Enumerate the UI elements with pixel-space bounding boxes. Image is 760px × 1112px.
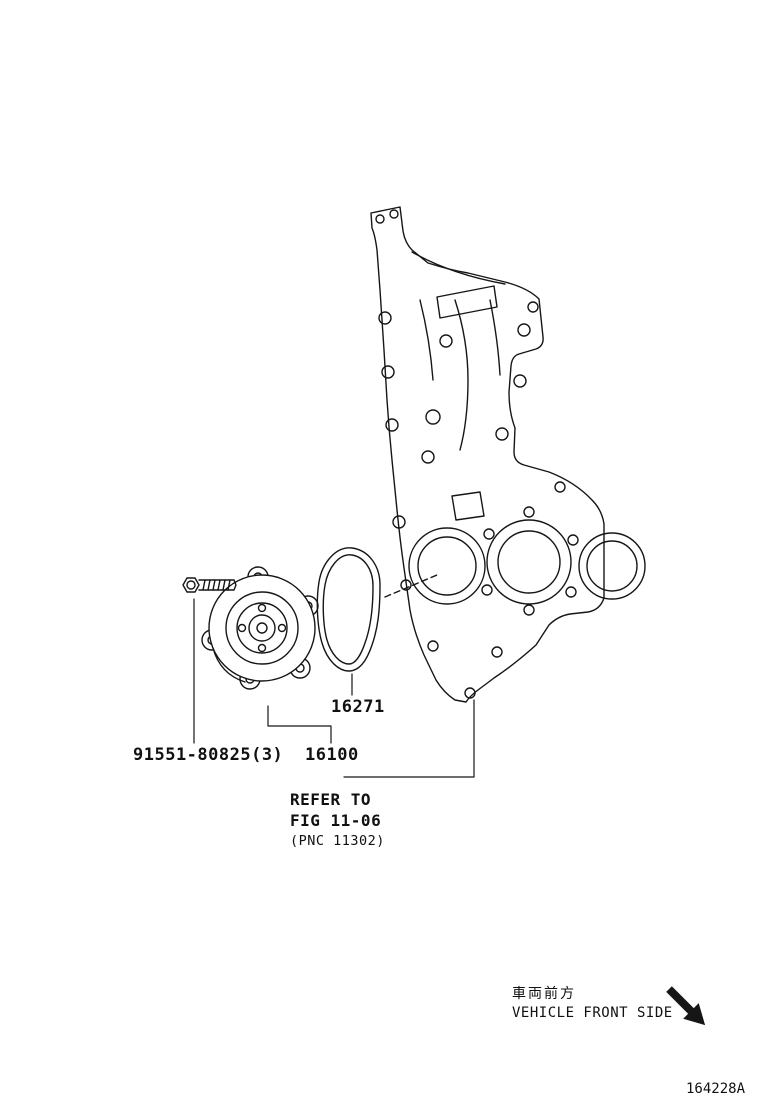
reference-note: REFER TO FIG 11-06 (PNC 11302)	[290, 789, 385, 852]
reference-note-line1: REFER TO	[290, 790, 372, 809]
vehicle-front-label-en: VEHICLE FRONT SIDE	[512, 1005, 673, 1021]
part-label-water-pump: 16100	[305, 745, 359, 765]
leader-refer-note	[343, 699, 475, 778]
vehicle-front-arrow-icon	[666, 986, 706, 1026]
reference-note-line2: FIG 11-06	[290, 811, 382, 830]
water-pump-drawing	[201, 566, 319, 690]
leader-lines	[193, 598, 475, 778]
reference-note-line3: (PNC 11302)	[290, 833, 385, 849]
gasket-drawing	[316, 547, 381, 672]
bolt-drawing	[182, 577, 237, 593]
part-label-gasket: 16271	[331, 697, 385, 717]
vehicle-front-label-jp: 車両前方	[512, 986, 576, 1002]
leader-pump	[267, 705, 332, 744]
figure-code: 164228A	[686, 1081, 746, 1097]
alignment-dashed-line	[384, 574, 438, 598]
timing-cover-drawing	[370, 206, 646, 703]
part-label-bolt: 91551-80825(3)	[133, 745, 284, 765]
